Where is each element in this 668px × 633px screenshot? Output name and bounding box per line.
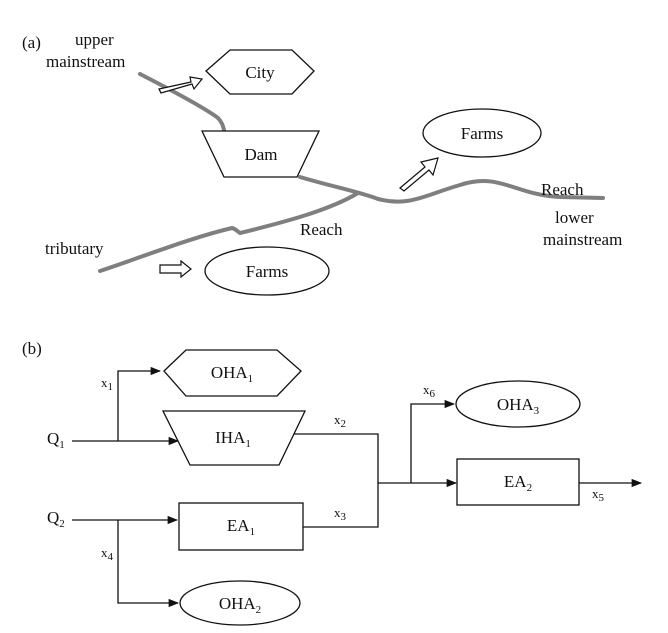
farms-top-label: Farms xyxy=(461,124,504,143)
reach-right-label: Reach xyxy=(541,180,584,199)
ea2-box xyxy=(456,458,580,506)
panel-a-label: (a) xyxy=(22,33,41,52)
upper-mainstream-river xyxy=(138,72,226,132)
q1-label: Q1 xyxy=(47,429,65,451)
reach-mid-label: Reach xyxy=(300,220,343,239)
x1-branch-arrow xyxy=(117,366,162,441)
upper-mainstream-label: mainstream xyxy=(46,52,125,71)
x2-label: x2 xyxy=(334,412,346,430)
iha1-trapezoid xyxy=(161,410,307,466)
oha3-label: OHA3 xyxy=(497,395,540,417)
x3-flow-line xyxy=(303,483,379,528)
panel-b-label: (b) xyxy=(22,339,42,358)
x2-flow-line xyxy=(288,433,379,483)
q2-label: Q2 xyxy=(47,508,65,530)
oha1-label: OHA1 xyxy=(211,363,253,385)
arrow-to-farms-bottom-icon xyxy=(159,259,192,279)
tributary-river xyxy=(98,191,360,273)
x6-label: x6 xyxy=(423,382,436,400)
dam-label: Dam xyxy=(244,145,277,164)
x3-label: x3 xyxy=(334,505,347,523)
oha2-label: OHA2 xyxy=(219,594,261,616)
city-hexagon xyxy=(205,49,315,95)
ea1-label: EA1 xyxy=(227,516,255,538)
x4-label: x4 xyxy=(101,545,114,563)
mainstream-reach-river xyxy=(298,175,605,204)
x5-label: x5 xyxy=(592,486,605,504)
ea1-box xyxy=(178,502,304,551)
x4-branch-arrow xyxy=(117,520,180,608)
arrow-to-city-icon xyxy=(158,76,204,94)
farms-bottom-ellipse xyxy=(204,246,330,296)
x6-branch-arrow xyxy=(410,399,456,483)
oha2-ellipse xyxy=(179,580,301,626)
farms-top-ellipse xyxy=(422,108,542,158)
city-label: City xyxy=(245,63,275,82)
panel-a: (a) upper mainstream City Dam Farms Reac… xyxy=(22,30,622,296)
panel-b: (b) OHA1 IHA1 EA1 OHA2 OHA3 EA2 Q1 Q2 xyxy=(22,339,643,626)
tributary-label: tributary xyxy=(45,239,104,258)
farms-bottom-label: Farms xyxy=(246,262,289,281)
oha3-ellipse xyxy=(455,380,581,428)
arrow-to-farms-top-icon xyxy=(399,157,439,192)
ea2-label: EA2 xyxy=(504,472,532,494)
x1-label: x1 xyxy=(101,375,113,393)
iha1-label: IHA1 xyxy=(215,428,251,450)
oha1-hexagon xyxy=(163,349,302,397)
lower-label: lower xyxy=(555,208,594,227)
lower-mainstream-label: mainstream xyxy=(543,230,622,249)
dam-trapezoid xyxy=(200,130,321,178)
upper-label: upper xyxy=(75,30,114,49)
